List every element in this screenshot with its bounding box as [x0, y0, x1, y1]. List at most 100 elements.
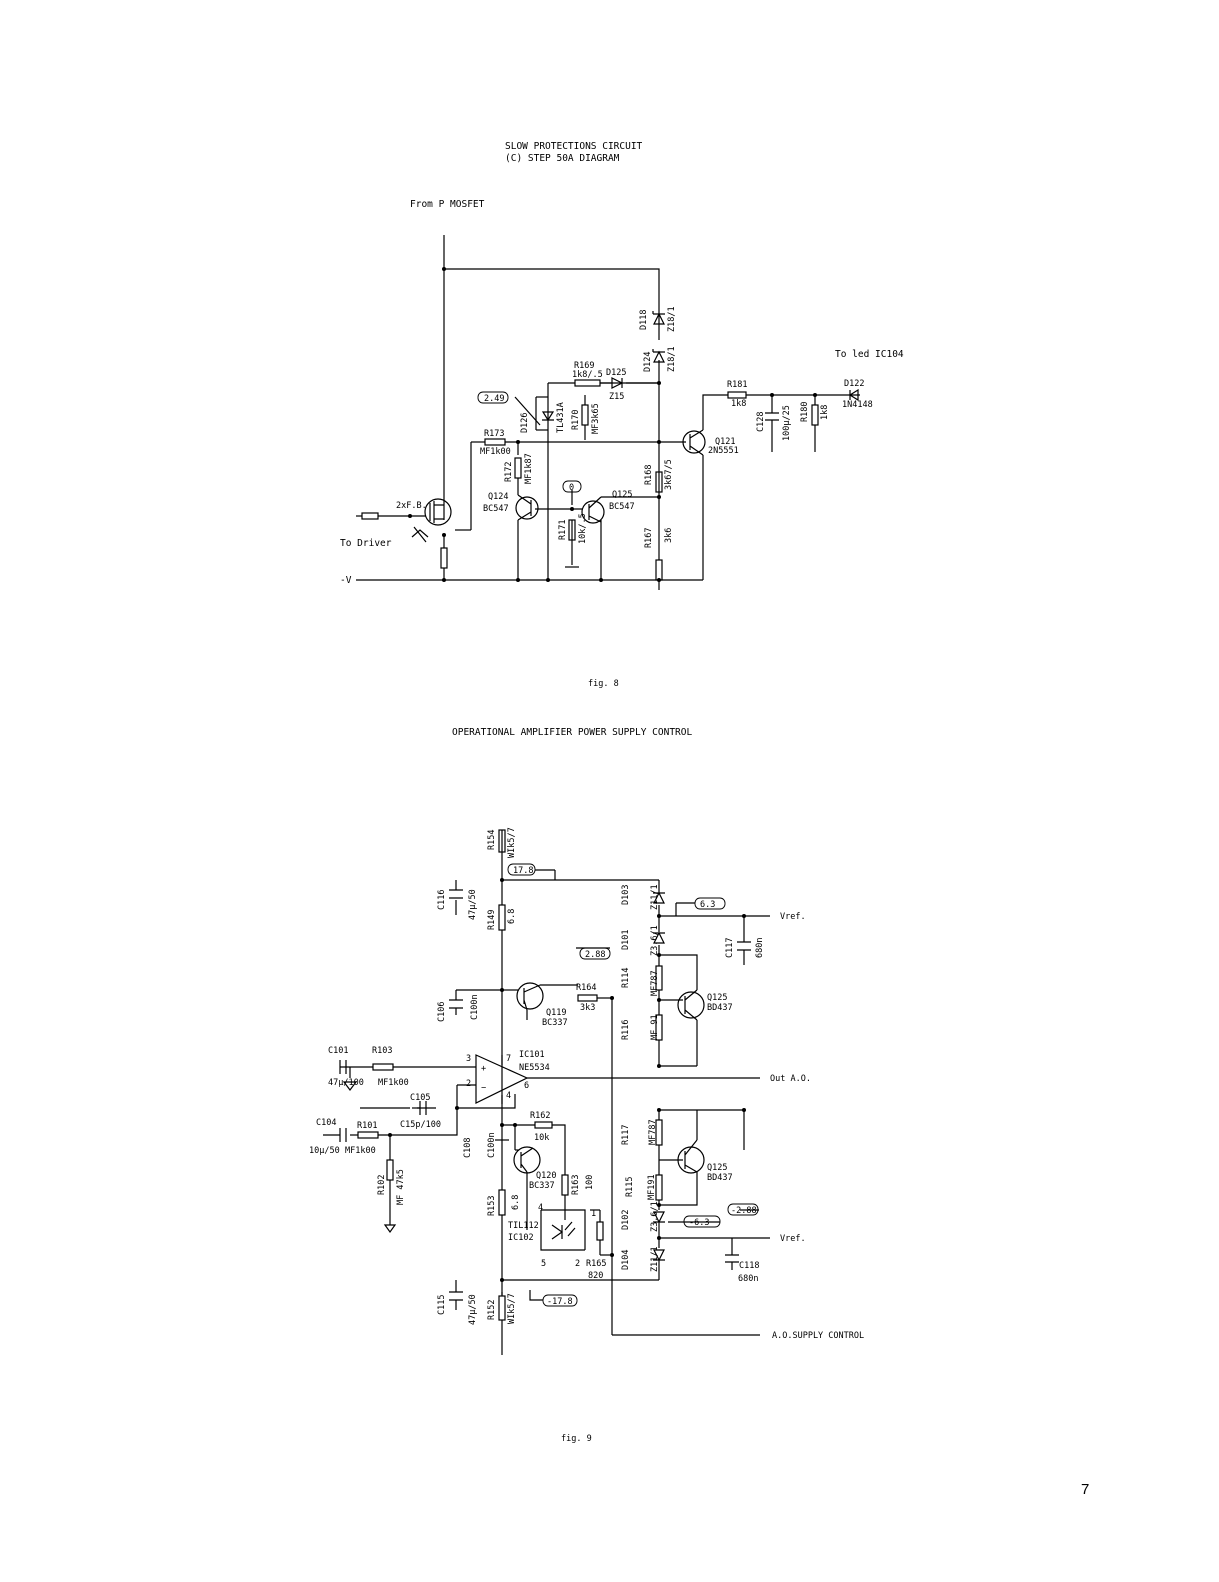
fig9-c106-capacitor: C106 C100n: [437, 994, 480, 1022]
svg-text:D104: D104: [621, 1250, 631, 1270]
fig8-r180-resistor: R180 1k8: [800, 402, 830, 426]
svg-text:Q119: Q119: [546, 1008, 566, 1018]
fig9-measure-m288: -2.88: [727, 1203, 759, 1216]
svg-text:R173: R173: [484, 429, 504, 439]
svg-text:R115: R115: [625, 1177, 635, 1197]
fig9-c105-capacitor: C105 C15p/100: [400, 1093, 441, 1130]
fig8-r171-resistor: R171 10k/.5: [558, 513, 588, 568]
fig8-measure-0: 0: [562, 480, 582, 493]
fig9-q119-transistor: Q119 BC337: [516, 982, 568, 1028]
fig8-q121-transistor: Q121 2N5551: [682, 429, 739, 456]
fig9-opamp-power-supply-control: OPERATIONAL AMPLIFIER POWER SUPPLY CONTR…: [309, 727, 864, 1444]
svg-text:Q125: Q125: [612, 490, 632, 500]
svg-text:BC547: BC547: [483, 504, 509, 514]
fig9-d104-zener: D104 Z11/1: [621, 1246, 665, 1272]
fig9-junctions: [388, 878, 746, 1282]
svg-text:R172: R172: [504, 462, 514, 482]
svg-text:MF1k00: MF1k00: [480, 447, 511, 457]
svg-text:3: 3: [466, 1054, 471, 1064]
fig9-c118-capacitor: C118 680n: [725, 1254, 759, 1284]
fig9-r154-resistor: R154 WIk5/7: [487, 827, 517, 858]
svg-text:R164: R164: [576, 983, 596, 993]
fig9-c115-capacitor: C115 47μ/50: [437, 1291, 478, 1325]
svg-text:IC102: IC102: [508, 1233, 534, 1243]
svg-text:-6.3: -6.3: [689, 1218, 709, 1228]
fig9-r117-resistor: R117 MF787: [621, 1119, 663, 1146]
fig9-r149-resistor: R149 6.8: [487, 904, 517, 931]
fig9-r152-resistor: R152 WIk5/7: [487, 1293, 517, 1324]
svg-text:R103: R103: [372, 1046, 392, 1056]
fig8-minus-v-label: -V: [340, 575, 352, 586]
svg-text:C117: C117: [725, 938, 735, 958]
fig9-q125a-transistor: Q125 BD437: [677, 989, 733, 1021]
fig9-measure-m63: -6.3: [683, 1215, 721, 1228]
fig8-mosfet-pair: 2xF.B.: [396, 498, 452, 543]
fig9-d101-zener: D101 Z3.6/1: [621, 925, 665, 956]
svg-text:6.8: 6.8: [507, 909, 517, 924]
svg-text:R152: R152: [487, 1300, 497, 1320]
svg-text:100μ/25: 100μ/25: [782, 405, 792, 441]
svg-text:3k67/5: 3k67/5: [664, 459, 674, 490]
svg-text:Q121: Q121: [715, 437, 735, 447]
fig9-measure-288: 2.88: [579, 947, 611, 960]
svg-text:MF191: MF191: [647, 1174, 657, 1200]
fig9-wires: [323, 830, 770, 1355]
fig9-r153-resistor: R153 6.8: [487, 1189, 521, 1216]
fig9-vref-bottom-label: Vref.: [780, 1234, 806, 1244]
svg-text:C104: C104: [316, 1118, 336, 1128]
fig8-c128-capacitor: C128 100μ/25: [756, 405, 792, 441]
svg-text:TL431A: TL431A: [556, 402, 566, 433]
fig8-d118-zener: D118 Z18/1: [639, 306, 677, 332]
svg-text:47μ/50: 47μ/50: [468, 889, 478, 920]
fig9-r163-resistor: R163 100: [561, 1174, 595, 1196]
svg-text:Q125: Q125: [707, 993, 727, 1003]
fig9-measure-m178: -17.8: [542, 1294, 578, 1307]
fig8-r181-resistor: R181 1k8: [727, 380, 747, 409]
fig8-d122-diode: D122 1N4148: [842, 379, 873, 410]
fig8-d124-zener: D124 Z18/1: [643, 346, 677, 372]
svg-text:R168: R168: [644, 465, 654, 485]
svg-text:D125: D125: [606, 368, 626, 378]
fig9-r114-resistor: R114 MF787: [621, 965, 663, 996]
fig9-r101-resistor: R101 MF1k00: [345, 1121, 379, 1156]
svg-text:MF787: MF787: [650, 970, 660, 996]
svg-text:R101: R101: [357, 1121, 377, 1131]
svg-text:C115: C115: [437, 1295, 447, 1315]
svg-text:R170: R170: [571, 410, 581, 430]
svg-text:IC101: IC101: [519, 1050, 545, 1060]
fig8-r169-resistor: R169 1k8/.5: [572, 361, 603, 387]
fig8-d125-zener: D125 Z15: [606, 368, 626, 402]
svg-text:10k/.5: 10k/.5: [578, 513, 588, 544]
svg-text:5: 5: [541, 1259, 546, 1269]
svg-text:C128: C128: [756, 412, 766, 432]
svg-text:R162: R162: [530, 1111, 550, 1121]
svg-text:6.8: 6.8: [511, 1195, 521, 1210]
fig9-c117-capacitor: C117 680n: [725, 938, 765, 958]
fig9-r165-resistor: R165 820: [586, 1221, 606, 1281]
svg-text:R117: R117: [621, 1125, 631, 1145]
svg-text:−: −: [481, 1083, 486, 1093]
svg-text:BC547: BC547: [609, 502, 635, 512]
fig9-ic102-optocoupler: TIL112 IC102 4 1 5 2: [508, 1203, 596, 1269]
svg-text:C108: C108: [463, 1138, 473, 1158]
svg-text:R149: R149: [487, 910, 497, 930]
svg-text:D118: D118: [639, 310, 649, 330]
svg-text:C15p/100: C15p/100: [400, 1120, 441, 1130]
svg-text:2xF.B.: 2xF.B.: [396, 501, 427, 511]
svg-text:3k6: 3k6: [664, 528, 674, 543]
svg-text:R171: R171: [558, 520, 568, 540]
svg-text:Z3.6/1: Z3.6/1: [650, 925, 660, 956]
svg-text:7: 7: [506, 1054, 511, 1064]
svg-text:1k8/.5: 1k8/.5: [572, 370, 603, 380]
svg-text:1N4148: 1N4148: [842, 400, 873, 410]
svg-text:C116: C116: [437, 890, 447, 910]
svg-text:WIk5/7: WIk5/7: [507, 1293, 517, 1324]
svg-text:BC337: BC337: [542, 1018, 568, 1028]
fig8-q125-transistor: Q125 BC547: [581, 490, 635, 524]
svg-text:R114: R114: [621, 968, 631, 988]
svg-text:680n: 680n: [755, 938, 765, 958]
svg-text:D126: D126: [520, 413, 530, 433]
svg-text:1k8: 1k8: [820, 405, 830, 420]
svg-text:47μ/50: 47μ/50: [468, 1294, 478, 1325]
